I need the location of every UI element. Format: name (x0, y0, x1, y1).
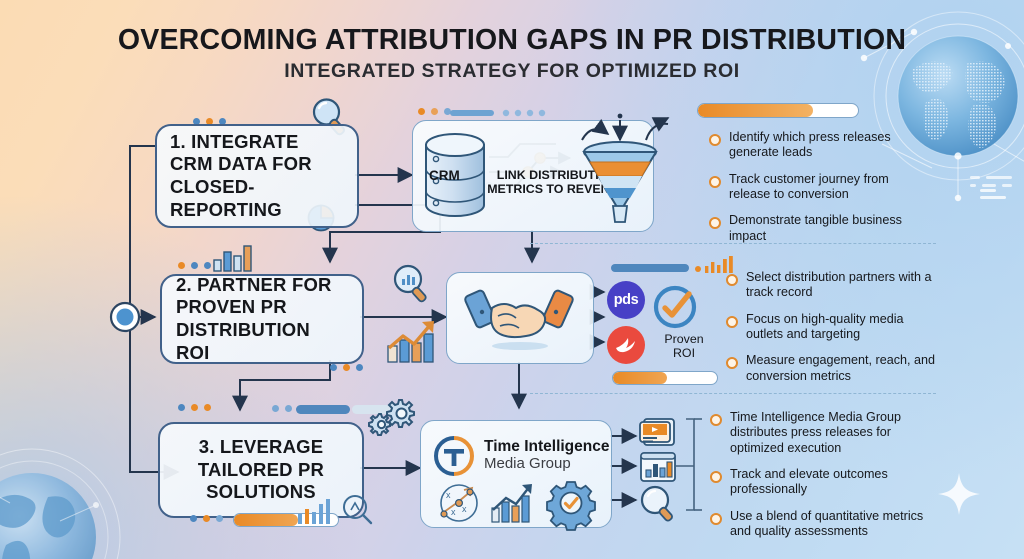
time-intelligence-logo-icon (434, 436, 474, 476)
crm-label: CRM (429, 168, 460, 183)
step2-bullet-list: Select distribution partners with a trac… (726, 270, 942, 395)
proven-roi-label: Proven ROI (664, 332, 704, 361)
decorative-dots-step1 (193, 118, 226, 125)
brand-lockup: Time Intelligence Media Group (432, 434, 609, 478)
bird-glyph-icon (616, 338, 635, 353)
bullet-icon (710, 471, 722, 484)
step3-bullet-list: Time Intelligence Media Group distribute… (710, 410, 936, 551)
bullet-icon (726, 357, 738, 370)
list-item: Use a blend of quantitative metrics and … (710, 509, 936, 540)
bullet-icon (710, 512, 722, 525)
list-item: Measure engagement, reach, and conversio… (726, 353, 942, 384)
bullet-icon (726, 315, 738, 328)
step1-progress-bar (697, 103, 859, 118)
partner-badge (607, 326, 645, 364)
link-metrics-caption: LINK DISTRIBUTION METRICS TO REVENUE (487, 168, 627, 197)
decorative-dots-step2-bottom (330, 364, 363, 371)
list-item: Demonstrate tangible business impact (709, 213, 925, 244)
decorative-dots-step3 (178, 404, 211, 411)
step-2-label: 2. PARTNER FOR PROVEN PR DISTRIBUTION RO… (176, 273, 332, 363)
bullet-icon (726, 274, 738, 286)
step-3-label: 3. LEVERAGE TAILORED PR SOLUTIONS (197, 436, 325, 503)
bullet-icon (709, 217, 721, 230)
decorative-dots-step2 (178, 262, 211, 269)
bullet-icon (710, 414, 722, 426)
page-title: OVERCOMING ATTRIBUTION GAPS IN PR DISTRI… (117, 24, 907, 56)
list-item: Focus on high-quality media outlets and … (726, 312, 942, 343)
handshake-panel (446, 272, 594, 364)
list-item: Select distribution partners with a trac… (726, 270, 942, 301)
list-item: Time Intelligence Media Group distribute… (710, 410, 936, 456)
section-divider-1 (530, 243, 936, 244)
brand-line-2: Media Group (484, 454, 571, 472)
page-subtitle: INTEGRATED STRATEGY FOR OPTIMIZED ROI (284, 60, 740, 82)
step-box-2[interactable]: 2. PARTNER FOR PROVEN PR DISTRIBUTION RO… (160, 274, 364, 364)
step2-mini-bar (611, 264, 689, 272)
step2-progress-bar (612, 371, 718, 385)
step-box-3[interactable]: 3. LEVERAGE TAILORED PR SOLUTIONS (158, 422, 364, 518)
section-divider-2 (530, 393, 936, 394)
brand-line-1: Time Intelligence (484, 438, 610, 456)
list-item: Identify which press releases generate l… (709, 130, 925, 161)
step-box-1[interactable]: 1. INTEGRATE CRM DATA FOR CLOSED-REPORTI… (155, 124, 359, 228)
list-item: Track customer journey from release to c… (709, 172, 925, 203)
pds-badge: pds (607, 281, 645, 319)
step3-progress-bar (233, 513, 339, 527)
panel1-window-dots (418, 108, 451, 115)
step-1-label: 1. INTEGRATE CRM DATA FOR CLOSED-REPORTI… (170, 130, 312, 220)
step1-bullet-list: Identify which press releases generate l… (709, 130, 925, 255)
list-item: Track and elevate outcomes professionall… (710, 467, 936, 498)
decorative-dots-step3-b (272, 405, 292, 412)
bullet-icon (709, 134, 721, 146)
bullet-icon (709, 175, 721, 188)
decorative-dots-step3-bottom (190, 515, 223, 522)
